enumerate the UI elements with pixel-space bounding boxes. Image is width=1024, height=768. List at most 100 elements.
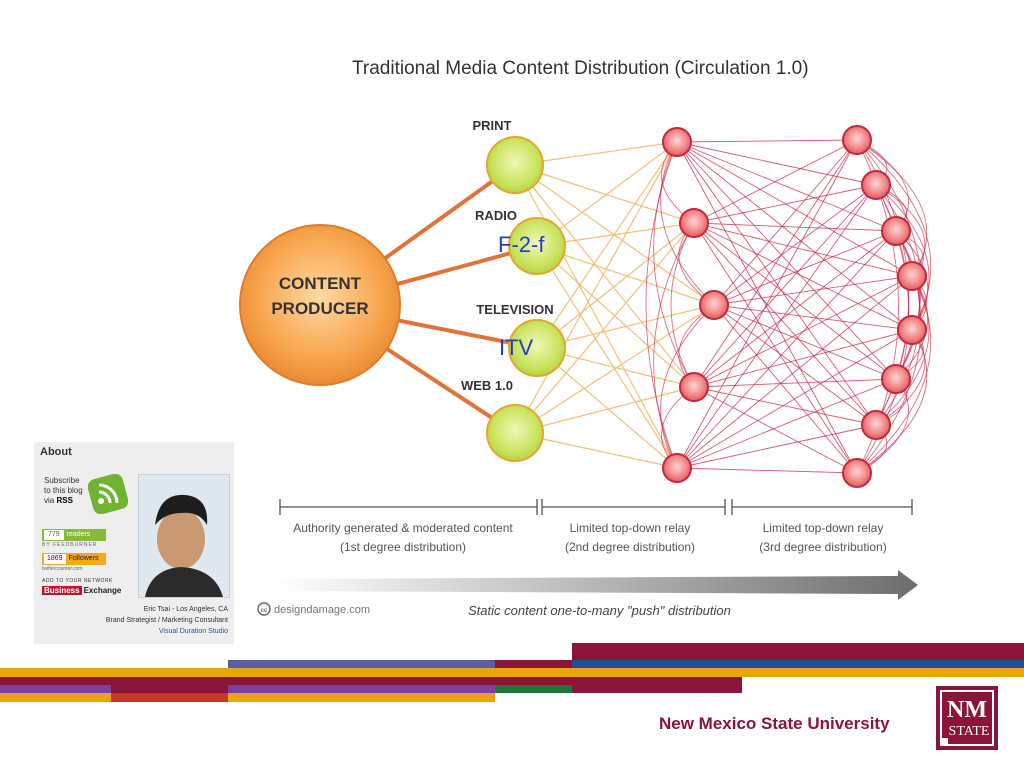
relay-arc	[660, 304, 715, 469]
caption-line1: Eric Tsai - Los Angeles, CA	[143, 606, 228, 613]
followers-label: Followers	[68, 555, 99, 562]
channel-node-radio	[508, 217, 566, 275]
channel-edge	[514, 304, 715, 434]
relay-edge	[713, 304, 913, 331]
relay-node-2nd-3	[699, 290, 729, 320]
relay-arc	[653, 222, 695, 469]
relay-edge	[676, 141, 877, 426]
channel-node-television	[508, 319, 566, 377]
relay-edge	[693, 139, 858, 224]
caption-line2: Brand Strategist / Marketing Consultant	[105, 617, 228, 624]
university-name: New Mexico State University	[659, 714, 890, 733]
relay-edge	[676, 378, 897, 469]
relay-edge	[676, 424, 877, 469]
relay-node-3rd-6	[881, 364, 911, 394]
channel-edge	[536, 141, 678, 247]
about-widget: About Subscribe to this blog via RSS 779…	[34, 442, 234, 644]
relay-arc	[856, 329, 928, 474]
relay-arc	[653, 141, 695, 388]
channel-edge	[514, 386, 695, 434]
relay-arc	[856, 275, 932, 474]
push-arrow	[276, 570, 918, 600]
relay-node-3rd-5	[897, 315, 927, 345]
profile-photo	[138, 474, 230, 598]
network-edges	[318, 139, 932, 474]
relay-edge	[693, 222, 877, 426]
subscribe-line1: Subscribe	[44, 476, 80, 485]
relay-arc	[856, 139, 932, 331]
subscribe-line2: to this blog	[44, 486, 83, 495]
channel-edge	[514, 141, 678, 434]
credit-text: designdamage.com	[274, 604, 370, 616]
producer-label-line2: PRODUCER	[271, 299, 368, 318]
relay-edge	[693, 184, 877, 388]
relay-edge	[693, 139, 858, 388]
relay-edge	[676, 139, 858, 143]
producer-label-line1: CONTENT	[279, 274, 362, 293]
relay-arc	[670, 222, 695, 388]
channel-label-television: TELEVISION	[476, 302, 553, 317]
arrow-caption: Static content one-to-many "push" distri…	[468, 603, 731, 618]
relay-node-3rd-2	[861, 170, 891, 200]
relay-edge	[713, 139, 858, 306]
overlay-label-f2f: F-2-f	[498, 232, 545, 257]
subscribe-via: via	[44, 496, 55, 505]
logo-line2: STATE	[949, 724, 990, 739]
relay-node-2nd-2	[679, 208, 709, 238]
channel-edge	[536, 141, 678, 349]
channel-label-print: PRINT	[473, 118, 512, 133]
relay-edge	[693, 222, 897, 380]
channel-edge	[514, 222, 695, 434]
cc-icon: cc	[257, 602, 271, 616]
relay-edge	[713, 304, 877, 426]
relay-edge	[676, 141, 913, 331]
channel-edge	[536, 245, 695, 388]
relay-edge	[676, 141, 877, 186]
content-producer-node	[239, 224, 401, 386]
stage-2-line2: (2nd degree distribution)	[565, 540, 695, 554]
relay-edge	[713, 230, 897, 306]
stage-1-line1: Authority generated & moderated content	[293, 521, 513, 535]
overlay-label-itv: ITV	[499, 335, 534, 360]
relay-edge	[693, 329, 913, 388]
relay-edge	[676, 141, 913, 277]
profile-caption: Eric Tsai - Los Angeles, CA Brand Strate…	[106, 604, 228, 637]
relay-edge	[676, 139, 858, 469]
relay-node-3rd-8	[842, 458, 872, 488]
twittercounter-label: twittercounter.com	[42, 566, 83, 572]
relay-edge	[676, 141, 897, 380]
stage-1-line2: (1st degree distribution)	[340, 540, 466, 554]
channel-edge	[514, 164, 695, 224]
exchange-label: Exchange	[83, 586, 122, 595]
channel-edge	[536, 347, 678, 469]
nmsu-logo: NM STATE	[936, 686, 998, 750]
add-network-label: ADD TO YOUR NETWORK	[42, 578, 113, 584]
logo-line1: NM	[947, 697, 987, 723]
relay-node-2nd-1	[662, 127, 692, 157]
stage-brackets	[279, 499, 913, 515]
relay-edge	[676, 467, 858, 474]
relay-edge	[693, 222, 897, 232]
relay-edge	[713, 304, 858, 474]
channel-label-web: WEB 1.0	[461, 378, 513, 393]
relay-edge	[713, 304, 897, 380]
rss-icon[interactable]	[88, 474, 128, 514]
relay-edge	[676, 329, 913, 469]
relay-edge	[693, 222, 913, 331]
channel-edge	[514, 164, 695, 388]
relay-arc	[856, 139, 922, 380]
channel-edge	[536, 222, 695, 349]
network-nodes	[239, 125, 927, 488]
about-title: About	[40, 446, 72, 458]
caption-line3[interactable]: Visual Duration Studio	[158, 628, 228, 635]
channel-node-web	[486, 404, 544, 462]
readers-count: 779	[44, 530, 64, 540]
relay-edge	[713, 184, 877, 306]
relay-edge	[676, 141, 897, 232]
relay-node-2nd-4	[679, 372, 709, 402]
subscribe-text: Subscribe to this blog via RSS	[44, 476, 104, 506]
